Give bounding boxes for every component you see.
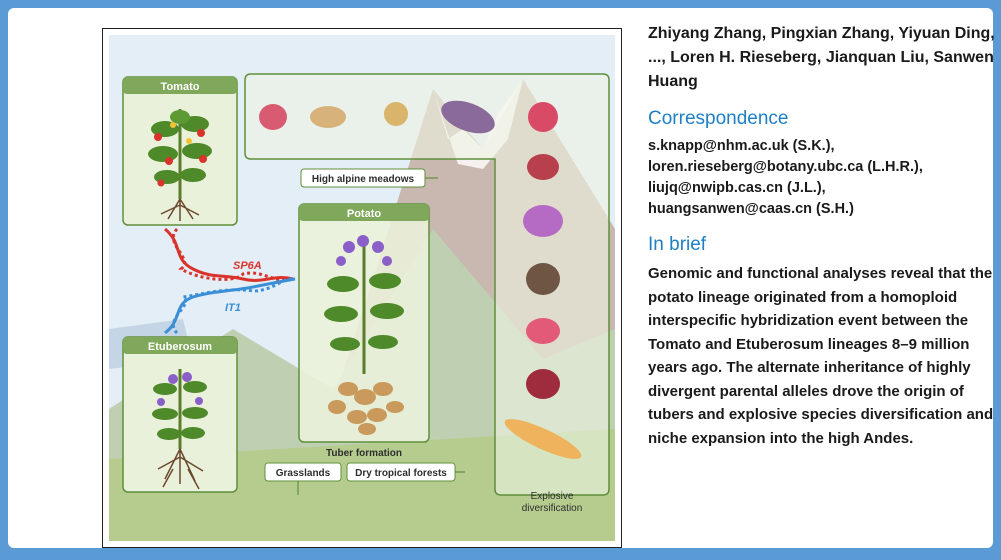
tomato-plant — [148, 109, 212, 221]
potato-label: Potato — [347, 208, 382, 220]
correspondence-email[interactable]: liujq@nwipb.cas.cn (J.L.), — [648, 180, 826, 196]
graphical-abstract: Tomato — [102, 28, 622, 548]
grasslands-label: Grasslands — [276, 468, 331, 479]
tuber-formation-label: Tuber formation — [326, 448, 402, 459]
graphical-abstract-svg: Tomato — [109, 35, 615, 541]
etuberosum-plant — [152, 369, 208, 490]
in-brief-heading: In brief — [648, 234, 707, 255]
etuberosum-label: Etuberosum — [148, 341, 212, 353]
tuber-row — [259, 100, 558, 134]
etuberosum-label-bar — [123, 337, 237, 354]
tuber-column — [504, 154, 582, 459]
correspondence-heading: Correspondence — [648, 108, 789, 129]
grasslands-box — [264, 462, 342, 482]
tomato-label-bar — [123, 77, 237, 94]
diversification-panel — [244, 73, 610, 496]
high-alpine-label: High alpine meadows — [312, 174, 415, 185]
potato-label-bar — [299, 204, 429, 221]
author-list: Zhiyang Zhang, Pingxian Zhang, Yiyuan Di… — [648, 25, 995, 90]
explosive-label-1: Explosive — [531, 491, 574, 502]
tomato-label: Tomato — [161, 81, 200, 93]
correspondence-email[interactable]: loren.rieseberg@botany.ubc.ca (L.H.R.), — [648, 159, 923, 175]
summary-column: Zhiyang Zhang, Pingxian Zhang, Yiyuan Di… — [648, 22, 1000, 450]
page-frame: Tomato — [8, 8, 995, 548]
correspondence-list: s.knapp@nhm.ac.uk (S.K.), loren.rieseber… — [648, 136, 1000, 220]
explosive-label-2: diversification — [522, 503, 583, 514]
sp6a-label: SP6A — [233, 260, 262, 272]
it1-dna — [164, 277, 296, 335]
potato-plant — [324, 235, 404, 435]
correspondence-email[interactable]: s.knapp@nhm.ac.uk (S.K.), — [648, 138, 835, 154]
correspondence-email[interactable]: huangsanwen@caas.cn (S.H.) — [648, 201, 854, 217]
it1-label: IT1 — [225, 302, 241, 314]
dry-forests-label: Dry tropical forests — [355, 468, 447, 479]
in-brief-text: Genomic and functional analyses reveal t… — [648, 265, 994, 447]
sp6a-dna — [163, 227, 294, 282]
